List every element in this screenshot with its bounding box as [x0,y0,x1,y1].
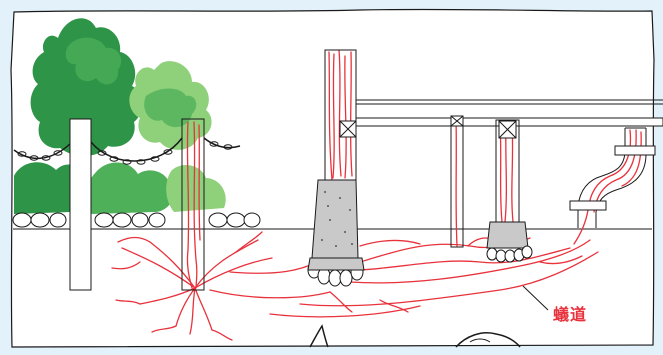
footing-base [308,258,364,270]
fence-post-left [70,119,91,290]
concrete-footing [312,180,358,258]
termite-tunnel-label: 蟻道 [553,301,587,325]
right-footing [487,222,528,248]
